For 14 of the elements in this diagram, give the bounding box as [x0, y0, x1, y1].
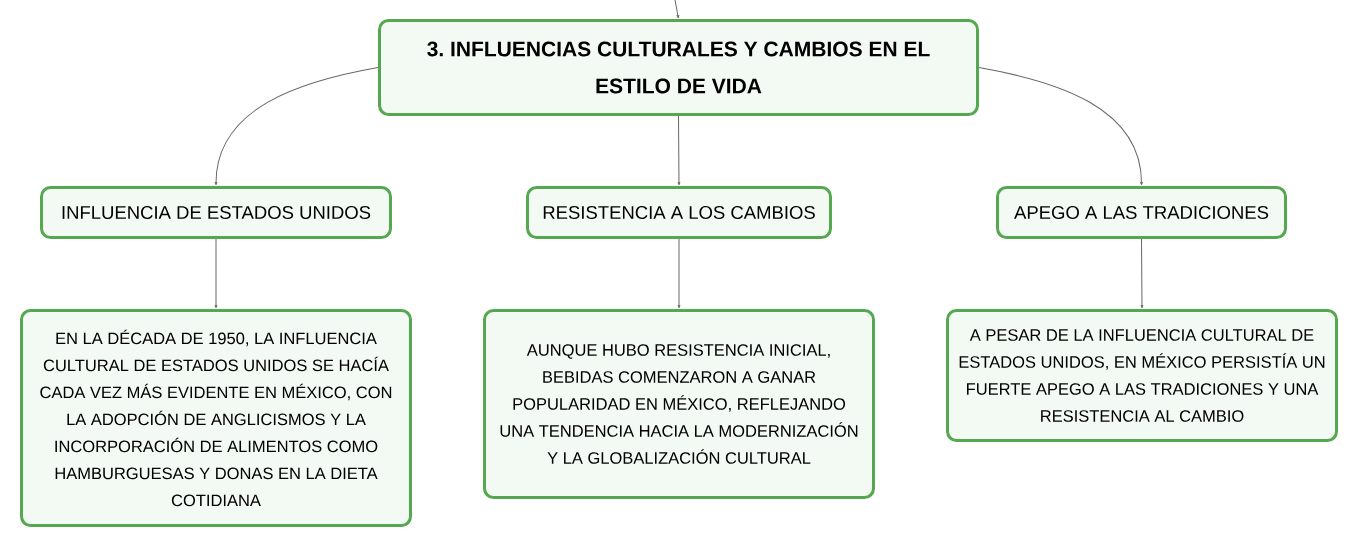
description-box: AUNQUE HUBO RESISTENCIA INICIAL, BEBIDAS COMENZARON A GANAR POPULARIDAD EN MÉXICO, REFLEJANDO UNA TENDENCIA HACIA LA MODERNIZACIÓN Y LA GLOBALIZACIÓN CULTURAL [483, 309, 875, 499]
connector-arrow [677, 238, 681, 309]
connector-arrow [677, 115, 681, 186]
connector-arrow [674, 0, 680, 19]
description-box: A PESAR DE LA INFLUENCIA CULTURAL DE ESTADOS UNIDOS, EN MÉXICO PERSISTÍA UN FUERTE APEGO A LAS TRADICIONES Y UNA RESISTENCIA AL CAMBIO [946, 309, 1338, 442]
connector-arrow [1140, 238, 1144, 309]
connector-arrow [214, 67, 379, 186]
subtopic-box: APEGO A LAS TRADICIONES [996, 186, 1287, 239]
connector-arrow [978, 67, 1143, 186]
description-box: EN LA DÉCADA DE 1950, LA INFLUENCIA CULTURAL DE ESTADOS UNIDOS SE HACÍA CADA VEZ MÁS EVIDENTE EN MÉXICO, CON LA ADOPCIÓN DE ANGLICISMOS Y LA INCORPORACIÓN DE ALIMENTOS COMO HAMBURGUESAS Y DONAS EN LA DIETA COTIDIANA [20, 309, 412, 527]
connector-arrow [214, 238, 218, 309]
subtopic-box: RESISTENCIA A LOS CAMBIOS [526, 186, 832, 239]
topic-box: 3. INFLUENCIAS CULTURALES Y CAMBIOS EN EL ESTILO DE VIDA [378, 19, 979, 116]
subtopic-box: INFLUENCIA DE ESTADOS UNIDOS [40, 186, 392, 239]
